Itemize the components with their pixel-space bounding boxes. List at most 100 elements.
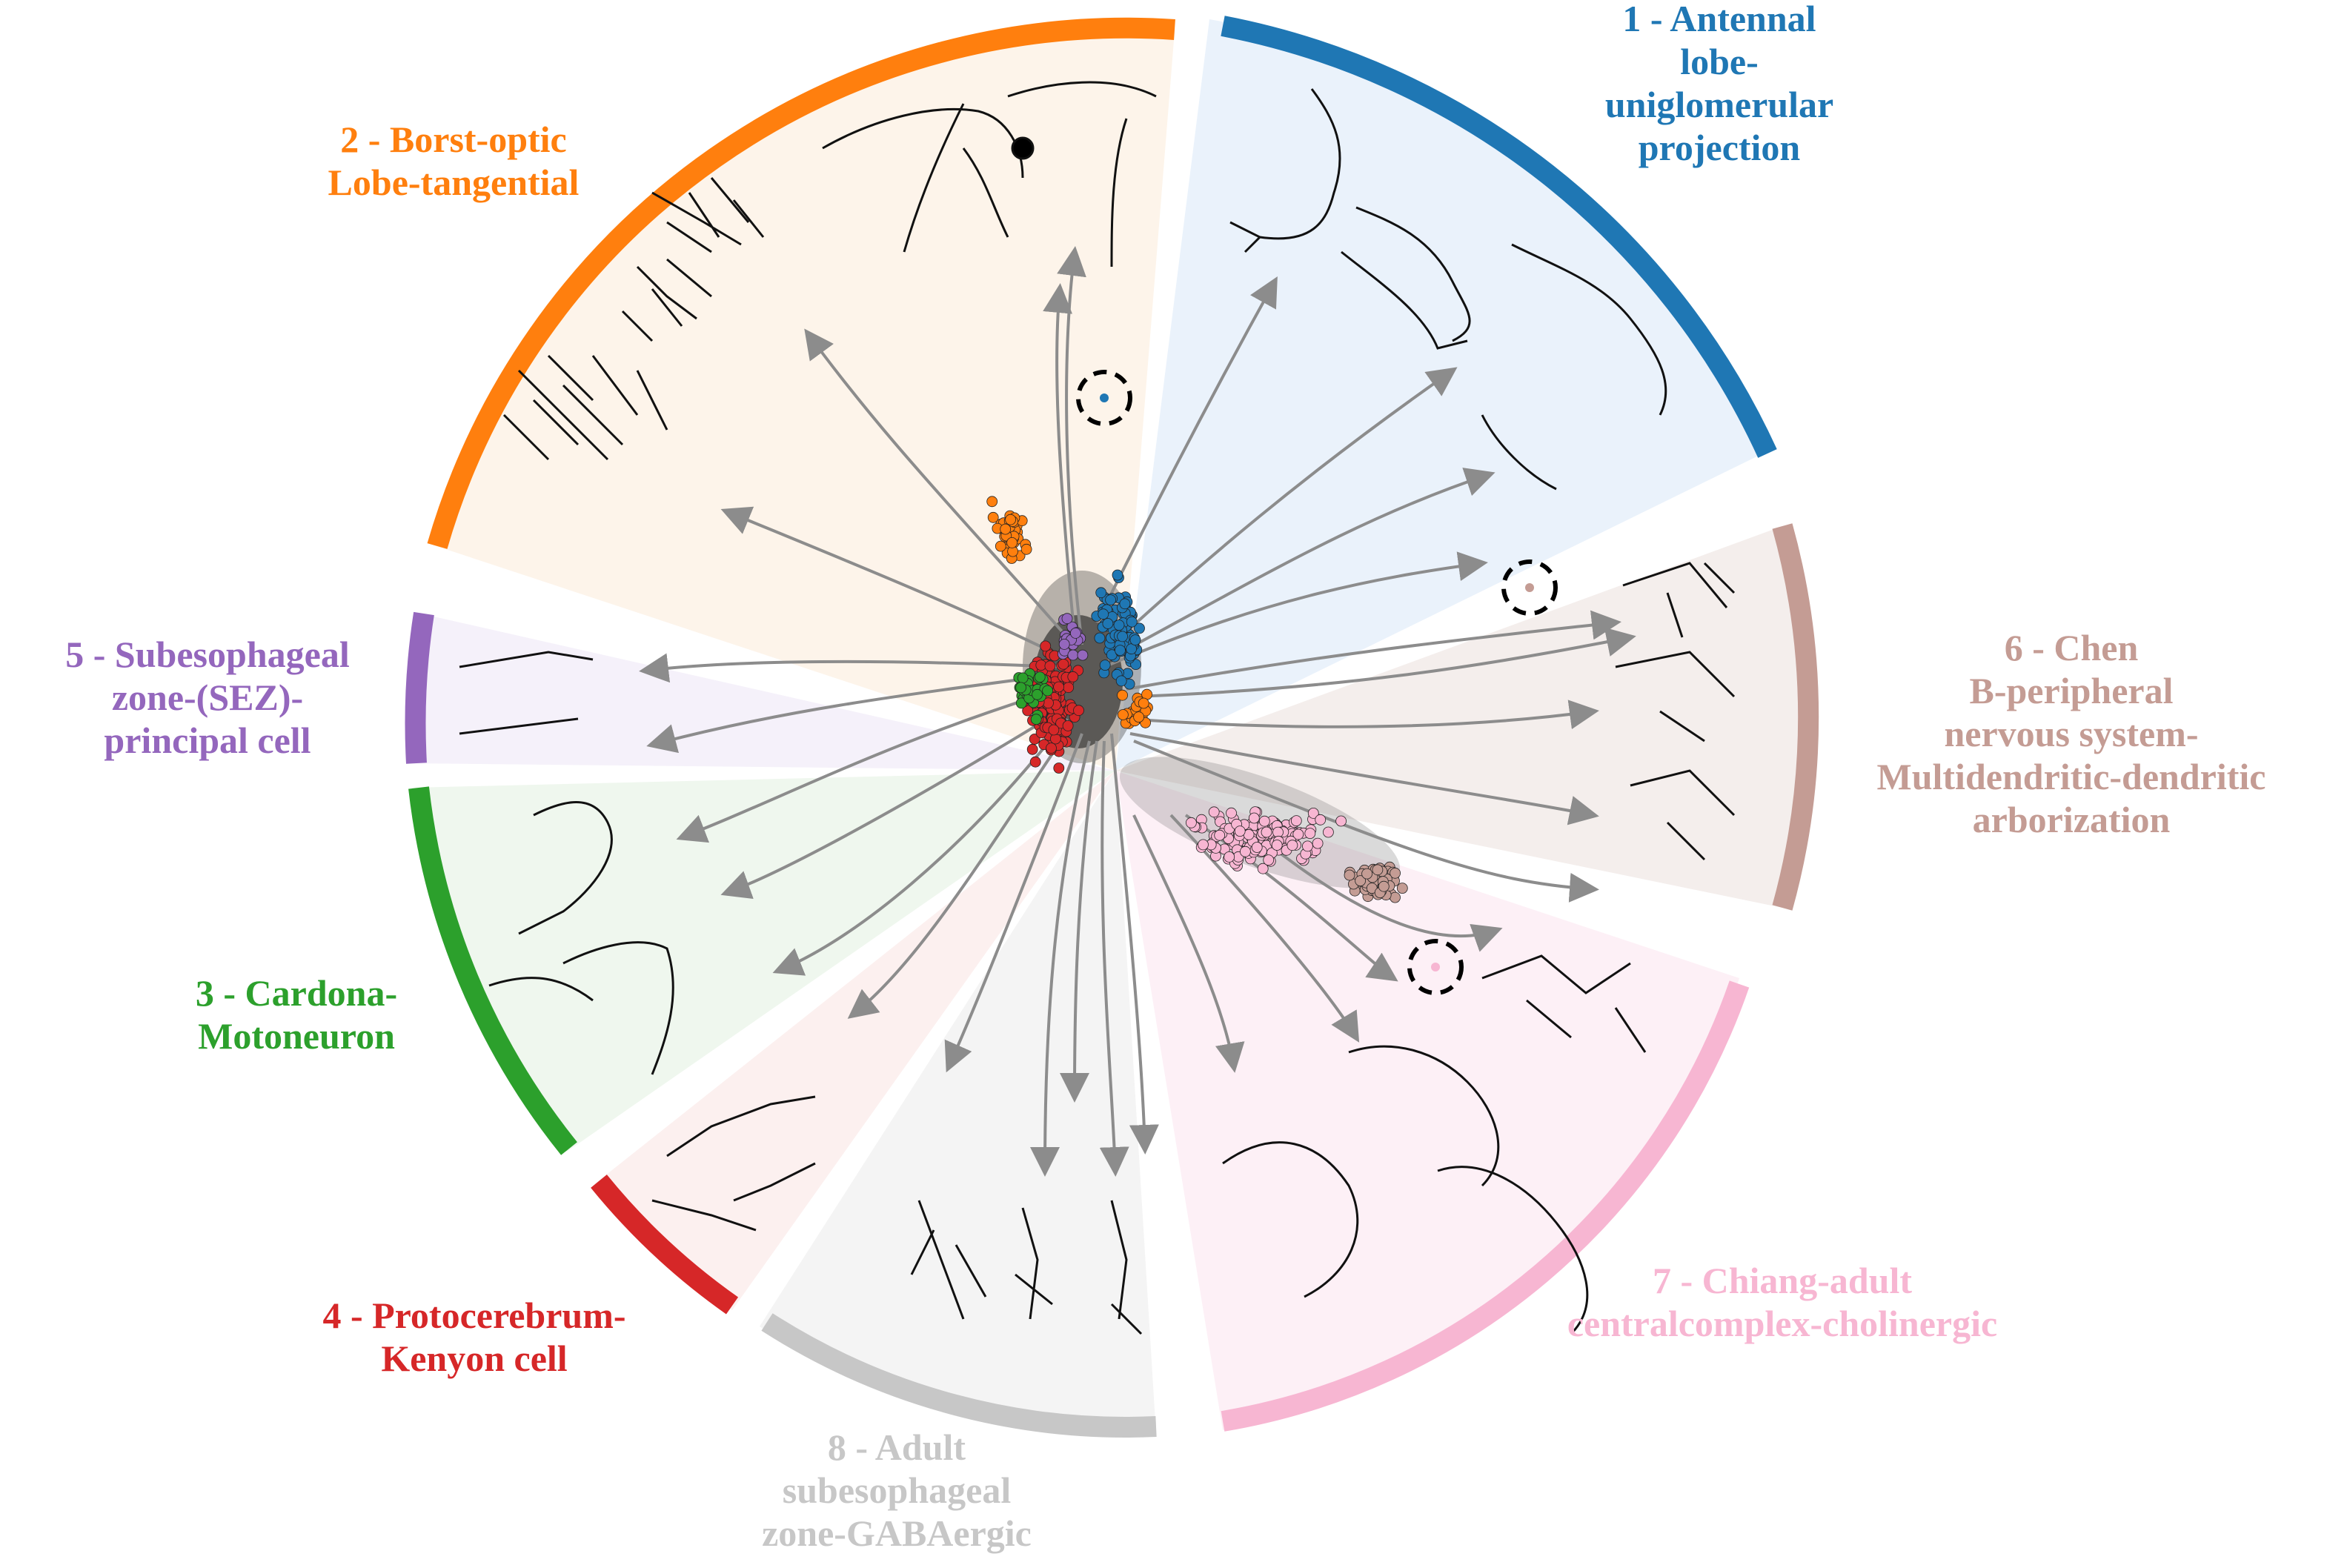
cluster-point <box>1094 632 1106 644</box>
cluster-point <box>1304 828 1316 839</box>
cluster-point <box>1361 868 1372 880</box>
highlight-circles <box>1076 370 1558 995</box>
cluster-point <box>1263 854 1275 866</box>
cluster-point <box>1257 863 1269 874</box>
cluster-point <box>1287 840 1298 851</box>
cluster-point <box>1119 598 1131 610</box>
cluster-point <box>1372 864 1384 876</box>
sector-8-arc <box>761 1313 1157 1438</box>
cluster-point <box>1307 808 1319 819</box>
cluster-point <box>1198 839 1209 851</box>
neuron-sketch-sector-3 <box>488 801 674 1075</box>
cluster-point <box>1053 681 1064 693</box>
cluster-point <box>1058 639 1070 650</box>
sector-4-arc <box>591 1175 739 1315</box>
cluster-point <box>1248 812 1260 824</box>
cluster-point <box>1117 631 1128 642</box>
cluster-point <box>1042 685 1053 697</box>
cluster-point <box>1129 634 1141 645</box>
cluster-point <box>1048 724 1060 736</box>
cluster-point <box>1208 806 1220 818</box>
cluster-point <box>1115 675 1127 687</box>
cluster-point <box>1015 697 1027 709</box>
cluster-point <box>1000 523 1012 535</box>
sector-backgrounds <box>407 19 1809 1435</box>
sector-1-arc <box>1221 16 1777 458</box>
cluster-point <box>1061 613 1073 625</box>
cluster-point <box>1344 869 1355 881</box>
cluster-point <box>1290 815 1302 826</box>
cluster-point <box>986 496 998 508</box>
cluster-point <box>1117 689 1128 701</box>
cluster-point <box>1046 743 1057 754</box>
label-segment-3: 3 - Cardona-Motoneuron <box>196 972 397 1057</box>
neuron-sketch-sector-7 <box>1222 954 1647 1335</box>
sector-2-arc <box>427 17 1175 549</box>
cluster-point <box>1234 825 1246 837</box>
cluster-point <box>1044 660 1056 672</box>
cluster-point <box>1005 514 1016 525</box>
cluster-point <box>1396 883 1408 894</box>
cluster-point <box>1017 672 1029 684</box>
neuron-sketch-sector-8 <box>910 1200 1143 1335</box>
sector-6-arc <box>1772 523 1819 911</box>
cluster-point <box>1102 618 1114 629</box>
cluster-point <box>1067 671 1079 682</box>
cluster-point <box>1126 643 1137 655</box>
neuron-sketch-sector-1 <box>1229 88 1667 491</box>
cluster-point <box>1053 763 1065 774</box>
sector-5-arc <box>405 611 434 764</box>
sector-2-background <box>432 29 1175 771</box>
cluster-point <box>1015 682 1026 694</box>
cluster-points <box>986 496 1408 903</box>
highlight-circle-1 <box>1076 370 1132 426</box>
cluster-point <box>1133 711 1144 722</box>
cluster-point <box>1034 671 1046 682</box>
cluster-point <box>1026 743 1038 755</box>
cluster-point <box>1029 756 1041 768</box>
cluster-point <box>1067 649 1079 661</box>
cluster-point <box>1323 826 1334 838</box>
cluster-point <box>1098 608 1109 620</box>
sector-3-background <box>412 771 1115 1152</box>
sector-7-arc <box>1221 980 1750 1432</box>
cluster-point <box>1224 851 1235 863</box>
cluster-point <box>1063 682 1075 694</box>
highlight-circle-3 <box>1407 939 1464 995</box>
cluster-point <box>1355 875 1366 886</box>
neuron-sketch-sector-5 <box>459 651 594 735</box>
cluster-point <box>1073 705 1084 717</box>
cluster-point <box>1214 829 1226 841</box>
cluster-point <box>1186 817 1197 828</box>
cluster-point <box>1390 891 1401 903</box>
neuron-morphologies <box>459 81 1736 1335</box>
cluster-point <box>1030 714 1042 725</box>
cluster-point <box>1312 837 1324 849</box>
cluster-point <box>1302 840 1313 852</box>
cluster-point <box>1126 616 1138 628</box>
sector-arcs <box>405 16 1819 1438</box>
connection-arrows <box>639 246 1636 1177</box>
cluster-point <box>1315 814 1327 825</box>
cluster-point <box>1070 628 1081 639</box>
cluster-point <box>1251 842 1263 853</box>
cluster-point <box>1112 569 1123 581</box>
cluster-point <box>1077 649 1089 661</box>
cluster-point <box>1058 658 1069 670</box>
cluster-point <box>1020 543 1032 555</box>
sector-4-background <box>594 771 1115 1310</box>
cluster-point <box>1032 688 1043 700</box>
cluster-point <box>1062 720 1074 731</box>
neuron-sketch-sector-4 <box>651 1095 816 1232</box>
cluster-point <box>1258 815 1270 827</box>
sector-6-background <box>1115 526 1809 908</box>
cluster-point <box>1134 622 1145 634</box>
cluster-point <box>1292 828 1304 840</box>
cluster-point <box>1099 660 1111 671</box>
neuron-sketch-sector-6 <box>1615 562 1736 861</box>
